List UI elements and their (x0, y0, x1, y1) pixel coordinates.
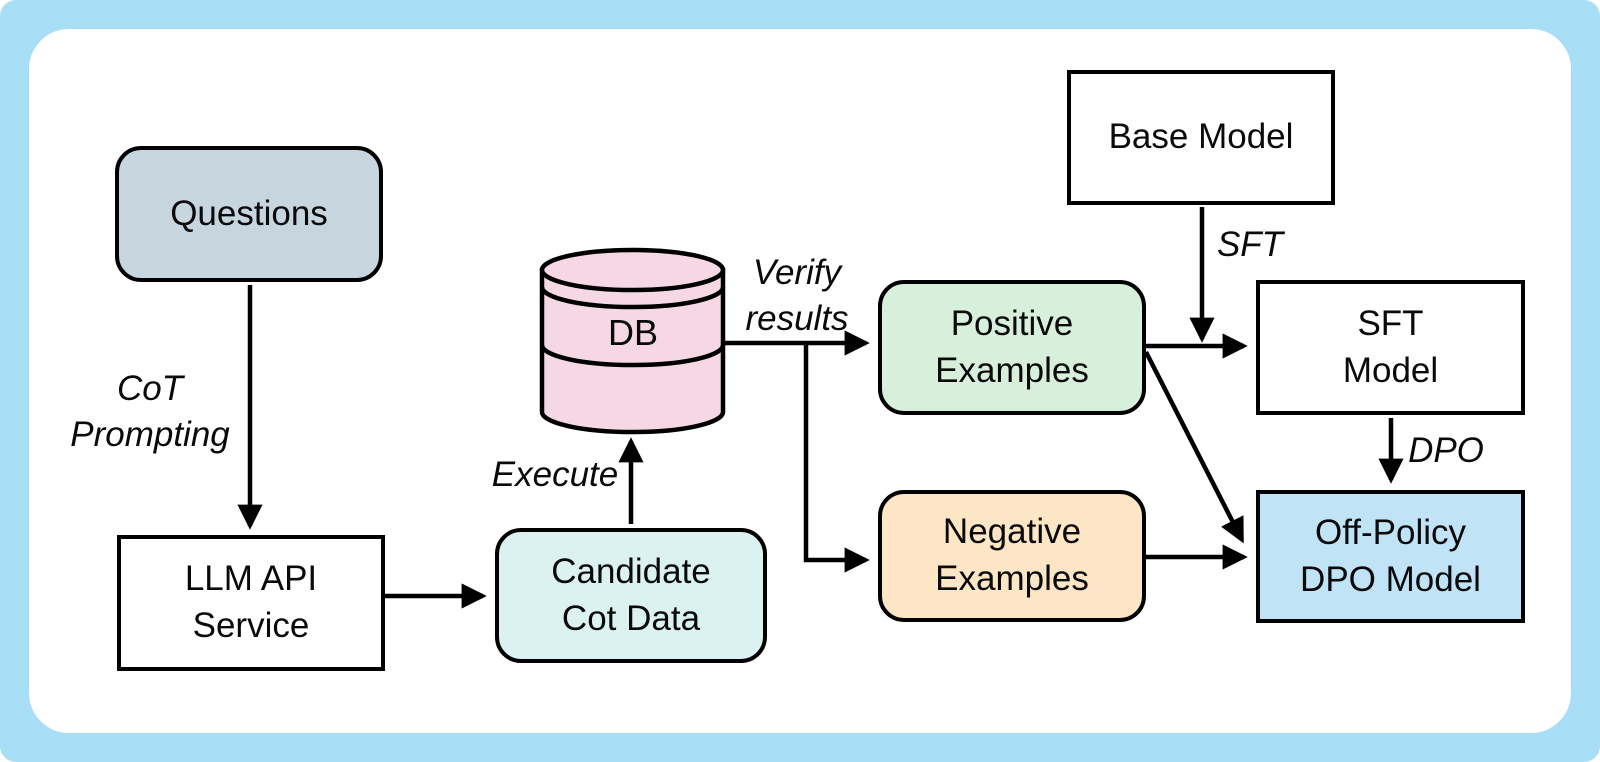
database-cylinder-icon (539, 247, 726, 435)
node-negative-examples: Negative Examples (878, 490, 1146, 622)
database-separator-arc (539, 286, 726, 310)
database-top-rim (539, 247, 726, 293)
node-off-policy-dpo-model: Off-Policy DPO Model (1256, 490, 1525, 623)
node-db-label: DB (607, 312, 658, 353)
edge-label-sft: SFT (1216, 225, 1284, 264)
edge-label-cot-prompting: CoT Prompting (70, 369, 230, 454)
database-separator-arc (539, 344, 726, 368)
edge-positive-to-dpo-model (1143, 350, 1245, 544)
node-positive-examples: Positive Examples (878, 280, 1146, 415)
edge-label-dpo: DPO (1408, 431, 1484, 470)
database-body (539, 267, 726, 435)
edge-label-verify-results: Verify results (745, 253, 849, 338)
node-sft-model: SFT Model (1256, 280, 1525, 415)
edge-db-to-negative (803, 343, 870, 573)
node-candidate-cot-data: Candidate Cot Data (495, 528, 767, 663)
node-llm-api-service: LLM API Service (117, 535, 385, 671)
node-base-model: Base Model (1067, 70, 1335, 205)
edge-label-execute: Execute (491, 455, 619, 494)
node-questions: Questions (115, 146, 383, 282)
